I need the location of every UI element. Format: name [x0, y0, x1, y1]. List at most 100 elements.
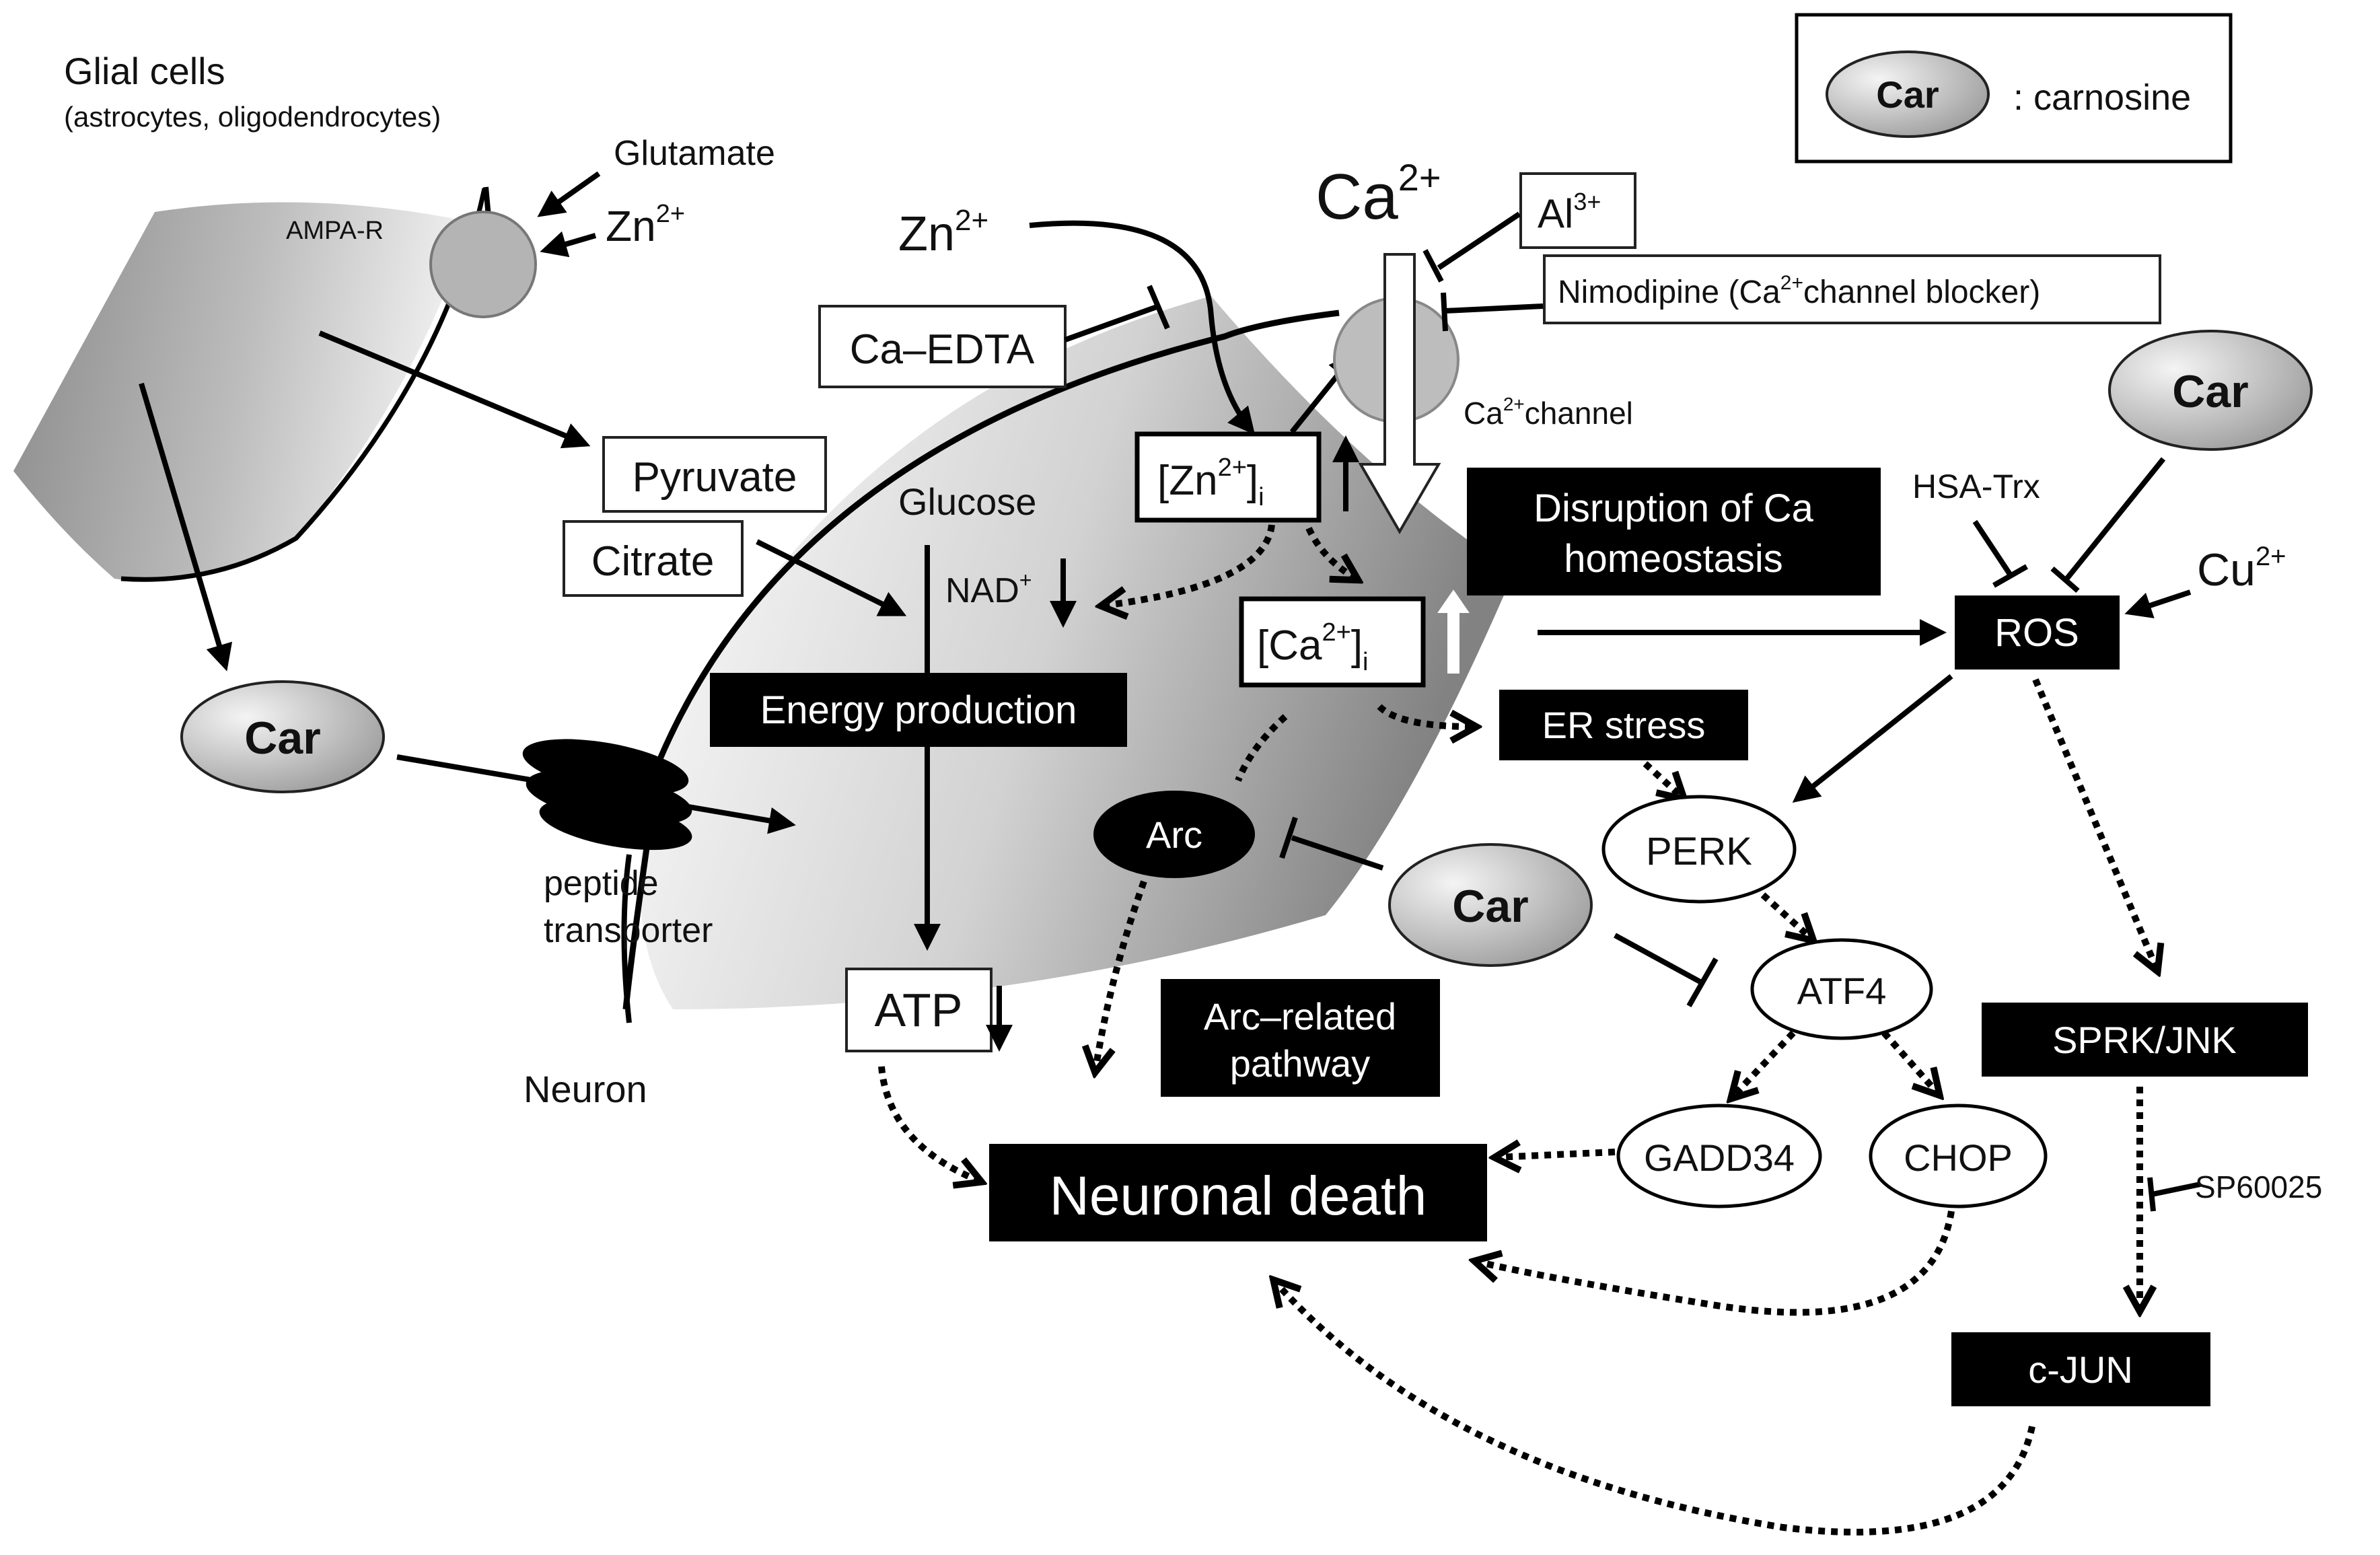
car-to-transporter-arrow: [396, 754, 796, 834]
gadd34-to-death-dotted-arrow: [1497, 1152, 1616, 1157]
car-atf4-inhibit-line: [1614, 933, 1705, 986]
ca-extracellular-label: Ca2+: [1315, 156, 1441, 233]
zn-to-nad-dotted-arrow: [1104, 524, 1275, 606]
ros-to-sprk-dotted-arrow: [2032, 678, 2157, 969]
zn-intracellular-box: [1134, 431, 1322, 523]
glia-to-car-arrow: [139, 382, 233, 672]
cu-label: Cu2+: [2197, 542, 2286, 595]
cjun-box: [1951, 1332, 2210, 1406]
atf4-to-chop-dotted-arrow: [1881, 1030, 1938, 1093]
arc-pathway-line2: pathway: [1230, 1042, 1371, 1085]
er-stress-box: [1499, 690, 1748, 760]
car-ros-inhibit-bar: [2050, 566, 2080, 593]
neuron-membrane-lower: [621, 854, 632, 1023]
glucose-label: Glucose: [898, 480, 1036, 523]
arc-to-death-dotted-arrow: [1095, 880, 1147, 1070]
ca-channel-label: Ca2+channel: [1464, 394, 1633, 431]
sp600-inhibit-line: [2151, 1182, 2201, 1197]
ampa-r-label: AMPA-R: [286, 217, 384, 245]
ca-intracellular-label: [Ca2+]i: [1257, 618, 1369, 676]
neuron-label: Neuron: [524, 1068, 647, 1110]
zn-influx-arrow: [1029, 220, 1256, 435]
er-stress-label: ER stress: [1542, 704, 1706, 746]
gadd34-oval: [1616, 1104, 1822, 1208]
arc-pathway-line1: Arc–related: [1204, 995, 1396, 1038]
legend-car-oval: [1826, 50, 1990, 138]
hsa-trx-inhibit-bar: [1992, 564, 2028, 588]
ca-influx-arrow: [1358, 253, 1441, 534]
glia-to-pyruvate-arrow: [318, 330, 591, 449]
car-atf4-inhibit-bar: [1686, 957, 1719, 1007]
car-middle-label: Car: [1452, 881, 1528, 932]
peptide-transporter-line2: transporter: [544, 911, 713, 950]
neuronal-death-label: Neuronal death: [1050, 1165, 1427, 1227]
ca-edta-inhibit-line: [1064, 303, 1160, 342]
al-label: Al3+: [1538, 188, 1601, 236]
gadd34-label: GADD34: [1644, 1136, 1795, 1179]
atf4-label: ATF4: [1797, 970, 1887, 1012]
ca-edta-label: Ca–EDTA: [850, 326, 1035, 373]
citrate-label: Citrate: [591, 538, 715, 585]
car-ros-inhibit-line: [2063, 457, 2166, 582]
nad-label: NAD+: [945, 568, 1032, 610]
ampa-receptor: [429, 211, 537, 318]
ca-to-er-dotted-arrow: [1377, 704, 1474, 727]
perk-oval: [1601, 795, 1797, 904]
disruption-line1: Disruption of Ca: [1534, 486, 1814, 530]
atp-box: [845, 968, 993, 1052]
hsa-trx-label: HSA-Trx: [1912, 468, 2040, 505]
arc-oval: [1093, 791, 1255, 878]
arc-pathway-box: [1161, 979, 1440, 1097]
glial-cell-shape: [13, 202, 471, 581]
atp-label: ATP: [875, 984, 963, 1036]
ca-edta-inhibit-bar: [1147, 285, 1170, 330]
energy-production-label: Energy production: [760, 688, 1077, 732]
perk-to-atf4-dotted-arrow: [1760, 892, 1811, 939]
chop-to-death-dotted-arrow: [1477, 1210, 1955, 1316]
pyruvate-box: [602, 436, 827, 513]
car-glia-label: Car: [244, 713, 320, 764]
citrate-to-pathway-arrow: [756, 539, 907, 616]
nimodipine-label: Nimodipine (Ca2+channel blocker): [1558, 272, 2040, 310]
ros-label: ROS: [1994, 611, 2079, 655]
ca-rise-arrow: [1437, 589, 1470, 674]
glutamate-arrow: [537, 171, 601, 217]
al-box: [1519, 172, 1636, 249]
al-inhibit-line: [1437, 211, 1521, 270]
sp600-label: SP60025: [2195, 1169, 2322, 1204]
ca-to-arc-dotted-arrow: [1235, 714, 1288, 782]
car-arc-inhibit-bar: [1279, 816, 1298, 859]
peptide-transporter-line1: peptide: [544, 864, 659, 903]
disruption-line2: homeostasis: [1564, 537, 1783, 581]
glial-cells-title: Glial cells: [64, 50, 225, 92]
car-arc-inhibit-line: [1291, 835, 1384, 871]
atf4-to-gadd34-dotted-arrow: [1733, 1030, 1796, 1097]
atp-to-death-dotted-arrow: [878, 1066, 979, 1181]
glial-cells-subtitle: (astrocytes, oligodendrocytes): [64, 101, 441, 133]
ca-edta-box: [818, 305, 1067, 388]
glutamate-label: Glutamate: [614, 134, 775, 173]
cjun-label: c-JUN: [2028, 1348, 2133, 1391]
atf4-oval: [1750, 938, 1933, 1040]
ros-to-perk-arrow: [1792, 674, 1953, 803]
neuronal-death-box: [989, 1144, 1487, 1241]
perk-label: PERK: [1646, 830, 1752, 873]
car-ros-label: Car: [2172, 366, 2248, 417]
energy-production-box: [710, 673, 1127, 747]
zn-glia-arrow: [540, 231, 597, 258]
chop-oval: [1869, 1104, 2048, 1208]
sprk-jnk-label: SPRK/JNK: [2052, 1019, 2237, 1061]
car-oval-middle: [1388, 843, 1593, 967]
transporter-disc-3: [539, 798, 692, 851]
sp600-inhibit-bar: [2147, 1177, 2156, 1212]
nimodipine-inhibit-bar: [1441, 292, 1448, 332]
ros-box: [1955, 595, 2120, 670]
zn-intracellular-label: [Zn2+]i: [1157, 454, 1264, 511]
ca-intracellular-box: [1239, 596, 1426, 688]
legend-text: : carnosine: [2013, 77, 2191, 118]
hsa-trx-inhibit-line: [1972, 519, 2015, 579]
nimodipine-box: [1543, 254, 2161, 324]
sprk-jnk-box: [1982, 1003, 2308, 1077]
car-oval-ros: [2108, 330, 2313, 451]
